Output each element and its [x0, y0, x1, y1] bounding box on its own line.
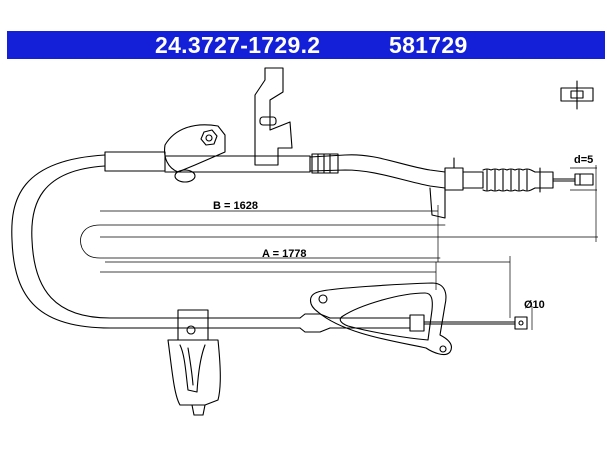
header-bar: 24.3727-1729.2 581729: [7, 31, 605, 59]
cable-bellows: [429, 157, 594, 219]
diameter-label: Ø10: [524, 299, 545, 311]
dimension-a-label: A = 1778: [262, 248, 307, 260]
lower-bracket: [309, 282, 452, 356]
dimension-b-label: B = 1628: [213, 200, 258, 212]
reference-number: 581729: [389, 32, 468, 58]
cable-sheath: [11, 154, 446, 329]
dimension-lines: [100, 165, 598, 330]
dimension-d-label: d=5: [574, 154, 593, 166]
cable-end-symbol-icon: [560, 80, 594, 110]
part-number: 24.3727-1729.2: [155, 32, 321, 58]
upper-cable: [104, 151, 446, 189]
lower-cable-end: [299, 313, 528, 333]
upper-bracket: [164, 67, 293, 183]
lower-clip: [167, 309, 221, 416]
